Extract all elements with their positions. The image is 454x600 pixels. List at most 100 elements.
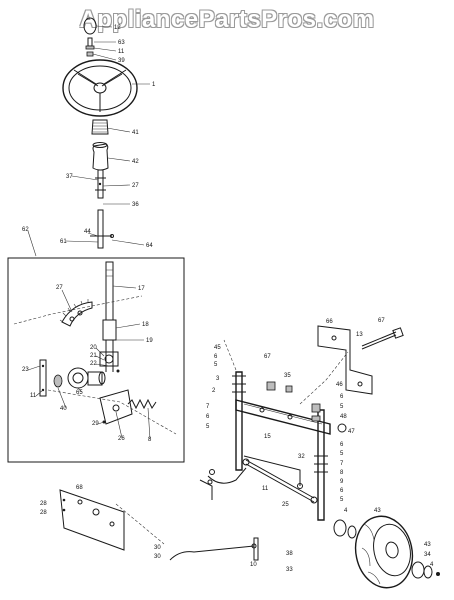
callout-label: 27 [132,183,139,189]
callout-label: 40 [60,406,67,412]
callout-label: 47 [348,429,355,435]
callout-label: 36 [132,202,139,208]
steering-shaft-lower-segment[interactable] [90,209,114,249]
callout-label: 38 [286,551,293,557]
washer-nut-left[interactable] [266,381,293,393]
assembly-line [223,339,237,371]
steering-bellows[interactable] [92,142,109,171]
callout-label: 34 [424,552,431,558]
callout-label: 35 [284,373,291,379]
assembly-line [13,295,143,325]
callout-label: 64 [146,243,153,249]
callout-label: 62 [22,227,29,233]
hex-bolt[interactable] [361,327,404,350]
assembly-line [115,503,165,545]
callout-label: 10 [250,562,257,568]
tie-rod[interactable] [242,458,318,504]
callout-label: 5 [340,497,344,503]
callout-label: 22 [90,361,97,367]
callout-label: 63 [118,40,125,46]
steering-support-bearing[interactable] [67,367,106,389]
steering-cap[interactable] [83,17,97,35]
callout-label: 28 [40,510,47,516]
callout-label: 43 [374,508,381,514]
callout-labels: 12 63 11 39 1 41 42 37 27 36 62 44 61 64… [22,25,434,573]
callout-label: 8 [340,470,344,476]
hub-cap-parts[interactable] [411,561,440,579]
callout-label: 6 [340,442,344,448]
callout-label: 27 [56,285,63,291]
frame-bracket-right[interactable] [317,325,373,395]
spindle-right[interactable] [314,409,328,521]
pivot-bar[interactable] [199,479,213,500]
callout-label: 6 [214,354,218,360]
assembly-line [47,389,177,435]
callout-label: 48 [340,414,347,420]
sector-gear[interactable] [59,299,93,327]
callout-label: 13 [356,332,363,338]
callout-label: 30 [154,554,161,560]
steering-arm[interactable] [207,467,247,484]
bearing-bracket-left[interactable] [39,359,47,397]
spring[interactable] [127,398,157,410]
washer-nut-right[interactable] [311,403,321,422]
spindle-left[interactable] [232,371,246,471]
spindle-stud[interactable] [253,537,259,561]
callout-label: 41 [132,130,139,136]
callout-label: 61 [60,239,67,245]
steering-upper-shaft[interactable] [95,169,106,199]
callout-label: 30 [154,545,161,551]
lower-bracket[interactable] [59,489,125,551]
callout-label: 25 [282,502,289,508]
callout-label: 67 [264,354,271,360]
steering-bolt[interactable] [85,37,95,57]
right-wheel[interactable] [349,511,419,593]
assembly-line [299,351,349,405]
callout-label: 68 [76,485,83,491]
callout-label: 29 [92,421,99,427]
watermark: AppliancePartsPros.com [79,6,375,33]
callout-label: 3 [216,376,220,382]
leader-lines [27,25,151,440]
callout-label: 15 [264,434,271,440]
callout-label: 6 [340,488,344,494]
callout-label: 5 [206,424,210,430]
callout-label: 33 [286,567,293,573]
callout-label: 28 [40,501,47,507]
callout-label: 12 [114,25,121,31]
callout-label: 66 [326,319,333,325]
callout-label: 21 [90,353,97,359]
callout-label: 44 [84,229,91,235]
bolt-right[interactable] [337,423,347,433]
callout-label: 23 [22,367,29,373]
steering-adapter[interactable] [91,119,109,135]
callout-label: 45 [214,345,221,351]
callout-label: 65 [76,390,83,396]
callout-label: 7 [206,404,210,410]
callout-label: 4 [430,562,434,568]
callout-label: 39 [118,58,125,64]
hub-spacer[interactable] [333,519,357,539]
callout-label: 32 [298,454,305,460]
callout-label: 6 [340,394,344,400]
support-bracket[interactable] [99,389,133,425]
callout-label: 19 [146,338,153,344]
callout-label: 7 [340,461,344,467]
drag-link[interactable] [243,455,303,489]
bushing[interactable] [53,374,63,388]
callout-label: 20 [90,345,97,351]
callout-label: 9 [340,479,344,485]
callout-label: 4 [344,508,348,514]
drag-link-rod[interactable] [169,543,257,561]
callout-label: 8 [148,437,152,443]
callout-label: 11 [118,49,125,55]
callout-label: 1 [152,82,156,88]
callout-label: 5 [340,404,344,410]
detail-box [7,257,185,463]
callout-label: 43 [424,542,431,548]
callout-label: 5 [340,451,344,457]
callout-label: 6 [206,414,210,420]
callout-label: 17 [138,286,145,292]
steering-wheel[interactable] [62,59,138,117]
